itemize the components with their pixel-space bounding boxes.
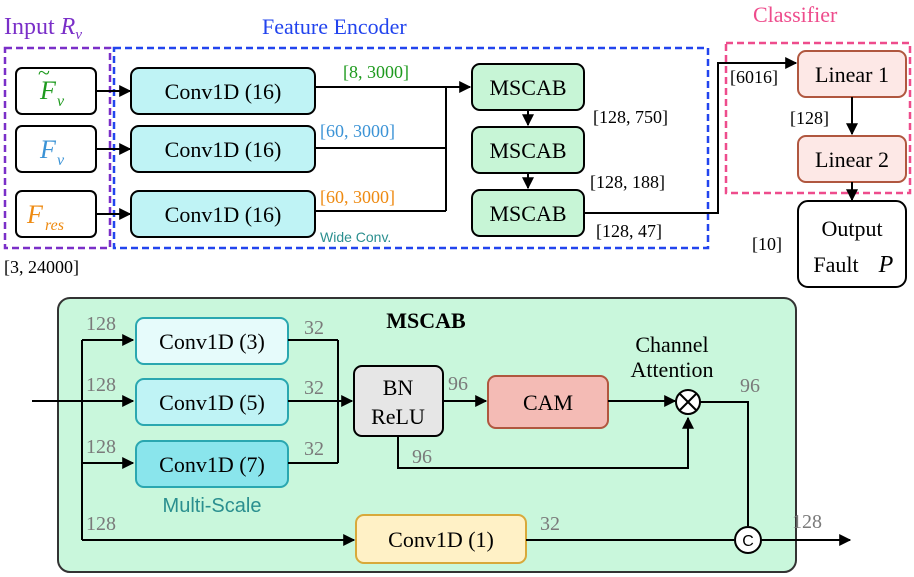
multiply-node <box>675 389 701 415</box>
svg-text:Conv1D (16): Conv1D (16) <box>165 202 282 227</box>
mscab-detail-title: MSCAB <box>386 308 466 333</box>
branch-1-in: 128 <box>86 313 116 335</box>
branch-2-out: 32 <box>304 377 324 399</box>
conv-1-shape: [8, 3000] <box>343 62 409 82</box>
mscab-1-shape: [128, 750] <box>593 107 668 127</box>
svg-text:F: F <box>39 135 57 164</box>
multi-scale-label: Multi-Scale <box>163 495 262 517</box>
encoder-title: Feature Encoder <box>262 14 407 39</box>
cam-block: CAM <box>487 375 609 429</box>
svg-text:Conv1D (5): Conv1D (5) <box>159 390 265 415</box>
svg-text:BN: BN <box>383 375 414 400</box>
branch-3-in: 128 <box>86 436 116 458</box>
bn-out-channels: 96 <box>448 373 468 395</box>
branch-3-out: 32 <box>304 438 324 460</box>
svg-text:CAM: CAM <box>523 390 573 415</box>
svg-text:MSCAB: MSCAB <box>489 138 566 163</box>
svg-text:Linear 1: Linear 1 <box>815 62 889 87</box>
mscab-conv-5: Conv1D (5) <box>135 378 289 426</box>
linear-2: Linear 2 <box>797 135 907 183</box>
mscab-conv-3: Conv1D (3) <box>135 317 289 365</box>
input-shape-label: [3, 24000] <box>4 257 79 277</box>
encoder-conv-3: Conv1D (16) <box>130 190 316 238</box>
encoder-mscab-1: MSCAB <box>471 63 585 111</box>
svg-text:P: P <box>878 252 894 278</box>
final-channels: 128 <box>792 511 822 533</box>
input-title: Input Rv <box>4 14 82 43</box>
svg-text:v: v <box>57 93 65 110</box>
svg-text:C: C <box>742 533 754 550</box>
dim-6016: [6016] <box>730 67 778 87</box>
encoder-mscab-2: MSCAB <box>471 126 585 174</box>
linear-1: Linear 1 <box>797 50 907 98</box>
channel-attention-line1: Channel <box>635 332 708 357</box>
svg-text:Conv1D (7): Conv1D (7) <box>159 452 265 477</box>
channel-attention-line2: Attention <box>630 357 713 382</box>
svg-text:Conv1D (16): Conv1D (16) <box>165 137 282 162</box>
svg-text:Linear 2: Linear 2 <box>815 147 889 172</box>
classifier-title: Classifier <box>753 2 838 27</box>
bn-skip-channels: 96 <box>412 446 432 468</box>
svg-text:Conv1D (1): Conv1D (1) <box>388 527 494 552</box>
mult-out-channels: 96 <box>740 375 760 397</box>
svg-text:v: v <box>57 152 65 169</box>
svg-text:F: F <box>26 200 44 229</box>
branch-1-out: 32 <box>304 317 324 339</box>
encoder-conv-2: Conv1D (16) <box>130 125 316 173</box>
svg-text:Conv1D (3): Conv1D (3) <box>159 329 265 354</box>
input-f-v: F v <box>15 125 97 173</box>
svg-text:~: ~ <box>38 60 50 85</box>
svg-text:F: F <box>39 76 57 105</box>
svg-text:ReLU: ReLU <box>371 404 425 429</box>
conv-2-shape: [60, 3000] <box>320 121 395 141</box>
branch-2-in: 128 <box>86 374 116 396</box>
mscab-conv-7: Conv1D (7) <box>135 440 289 488</box>
svg-text:MSCAB: MSCAB <box>489 201 566 226</box>
mscab-3-shape: [128, 47] <box>596 221 662 241</box>
conv1-out-channels: 32 <box>540 513 560 535</box>
svg-text:Conv1D (16): Conv1D (16) <box>165 79 282 104</box>
dim-10: [10] <box>752 234 782 254</box>
conv-3-shape: [60, 3000] <box>320 187 395 207</box>
encoder-conv-1: Conv1D (16) <box>130 67 316 115</box>
concat-node: C <box>734 526 762 554</box>
svg-text:res: res <box>45 217 64 234</box>
svg-text:Fault: Fault <box>813 252 858 277</box>
output-fault: Output Fault P <box>797 200 907 288</box>
input-f-tilde-v: F ~ v <box>15 60 97 115</box>
encoder-mscab-3: MSCAB <box>471 189 585 237</box>
svg-text:Output: Output <box>821 216 882 241</box>
mscab-conv-1: Conv1D (1) <box>355 514 527 564</box>
dim-128: [128] <box>790 108 829 128</box>
svg-text:MSCAB: MSCAB <box>489 75 566 100</box>
branch-4-in: 128 <box>86 513 116 535</box>
bn-relu-block: BN ReLU <box>353 365 444 437</box>
input-f-res: F res <box>15 190 97 238</box>
wide-conv-label: Wide Conv. <box>320 229 391 245</box>
mscab-2-shape: [128, 188] <box>590 172 665 192</box>
classifier-frame <box>724 41 912 195</box>
